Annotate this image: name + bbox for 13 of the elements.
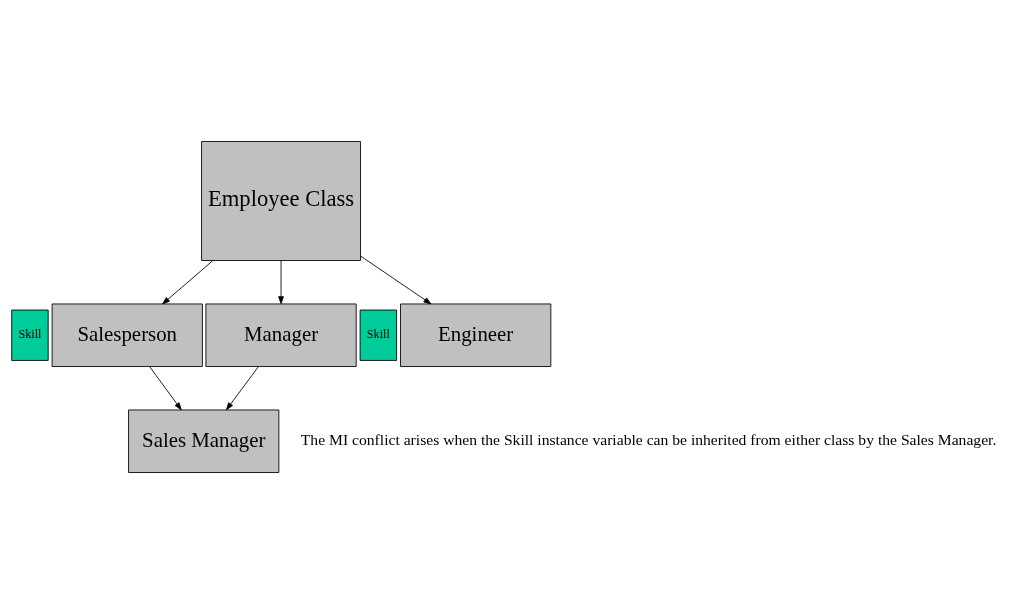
node-box: Manager: [205, 303, 357, 367]
arrow: [278, 259, 284, 304]
arrow: [226, 365, 259, 410]
node-box: Skill: [359, 309, 398, 361]
node-box: Skill: [11, 309, 49, 361]
node-box: Employee Class: [201, 140, 361, 261]
node-box: Salesperson: [51, 303, 203, 367]
arrow: [162, 259, 214, 304]
arrow: [360, 255, 432, 304]
node-box: Engineer: [400, 303, 552, 367]
node-box: Sales Manager: [128, 409, 280, 473]
label: The MI conflict arises when the Skill instance variable can be inherited from either class by the Sales Manager.: [300, 430, 997, 448]
arrow: [149, 365, 182, 410]
